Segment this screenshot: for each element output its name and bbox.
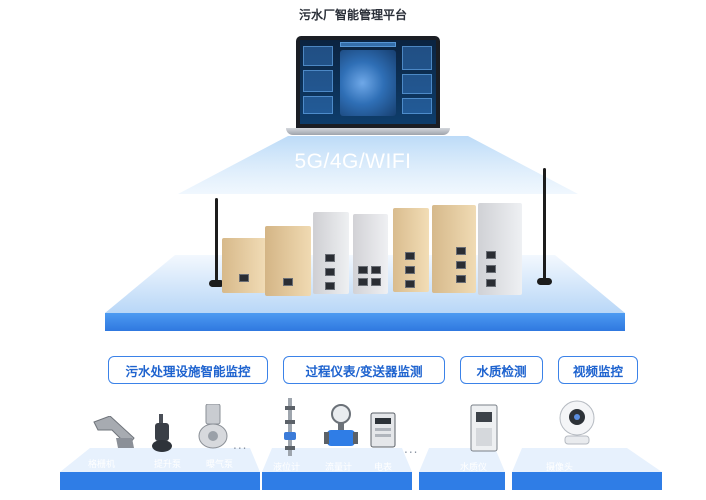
router-device-7: [478, 203, 522, 295]
category-process-instrument: 过程仪表/变送器监测: [283, 356, 445, 384]
equipment-label-aeration-pump: 曝气泵: [206, 460, 234, 470]
ellipsis: ...: [233, 438, 248, 452]
laptop-base: [286, 128, 450, 135]
category-row: 污水处理设施智能监控 过程仪表/变送器监测 水质检测 视频监控: [0, 356, 706, 384]
antenna-base: [209, 280, 224, 287]
water-quality-analyzer-icon: [470, 404, 498, 452]
router-device-6: [432, 205, 476, 293]
ellipsis: ...: [404, 442, 419, 456]
router-device-4: [353, 214, 388, 294]
equipment-label-grille-machine: 格栅机: [88, 460, 116, 470]
category-facility-monitoring: 污水处理设施智能监控: [108, 356, 268, 384]
equipment-label-camera: 摄像头: [546, 463, 574, 473]
antenna-base: [537, 278, 552, 285]
equipment-label-electric-meter: 电表: [374, 463, 393, 473]
equipment-label-water-analyzer: 水质仪: [460, 463, 488, 473]
category-video-surveillance: 视频监控: [558, 356, 638, 384]
grille-machine-icon: [93, 416, 135, 448]
dashboard-screen: [300, 40, 436, 124]
signal-beam: [178, 136, 578, 194]
network-label: 5G/4G/WIFI: [294, 150, 412, 173]
segment-camera: [512, 448, 662, 492]
segment-facility: [60, 448, 260, 492]
laptop-screen-frame: [296, 36, 440, 128]
segment-water-quality: [419, 448, 505, 492]
segment-instrument: [262, 448, 412, 492]
category-water-quality: 水质检测: [460, 356, 543, 384]
level-gauge-icon: [284, 398, 296, 456]
electric-meter-icon: [370, 412, 396, 448]
flow-meter-icon: [324, 404, 358, 446]
router-device-1: [222, 238, 266, 293]
map-view: [340, 50, 396, 116]
page-title: 污水厂智能管理平台: [298, 8, 407, 22]
router-device-5: [393, 208, 429, 292]
antenna-icon: [215, 198, 218, 282]
camera-icon: [559, 400, 595, 445]
equipment-label-level-gauge: 液位计: [273, 463, 301, 473]
laptop-dashboard: [286, 36, 450, 136]
router-device-2: [265, 226, 311, 296]
equipment-label-lift-pump: 提升泵: [154, 460, 182, 470]
equipment-label-flow-meter: 流量计: [325, 463, 353, 473]
router-device-3: [313, 212, 349, 294]
lift-pump-icon: [152, 414, 172, 452]
antenna-icon: [543, 168, 546, 280]
aeration-pump-icon: [198, 404, 228, 449]
